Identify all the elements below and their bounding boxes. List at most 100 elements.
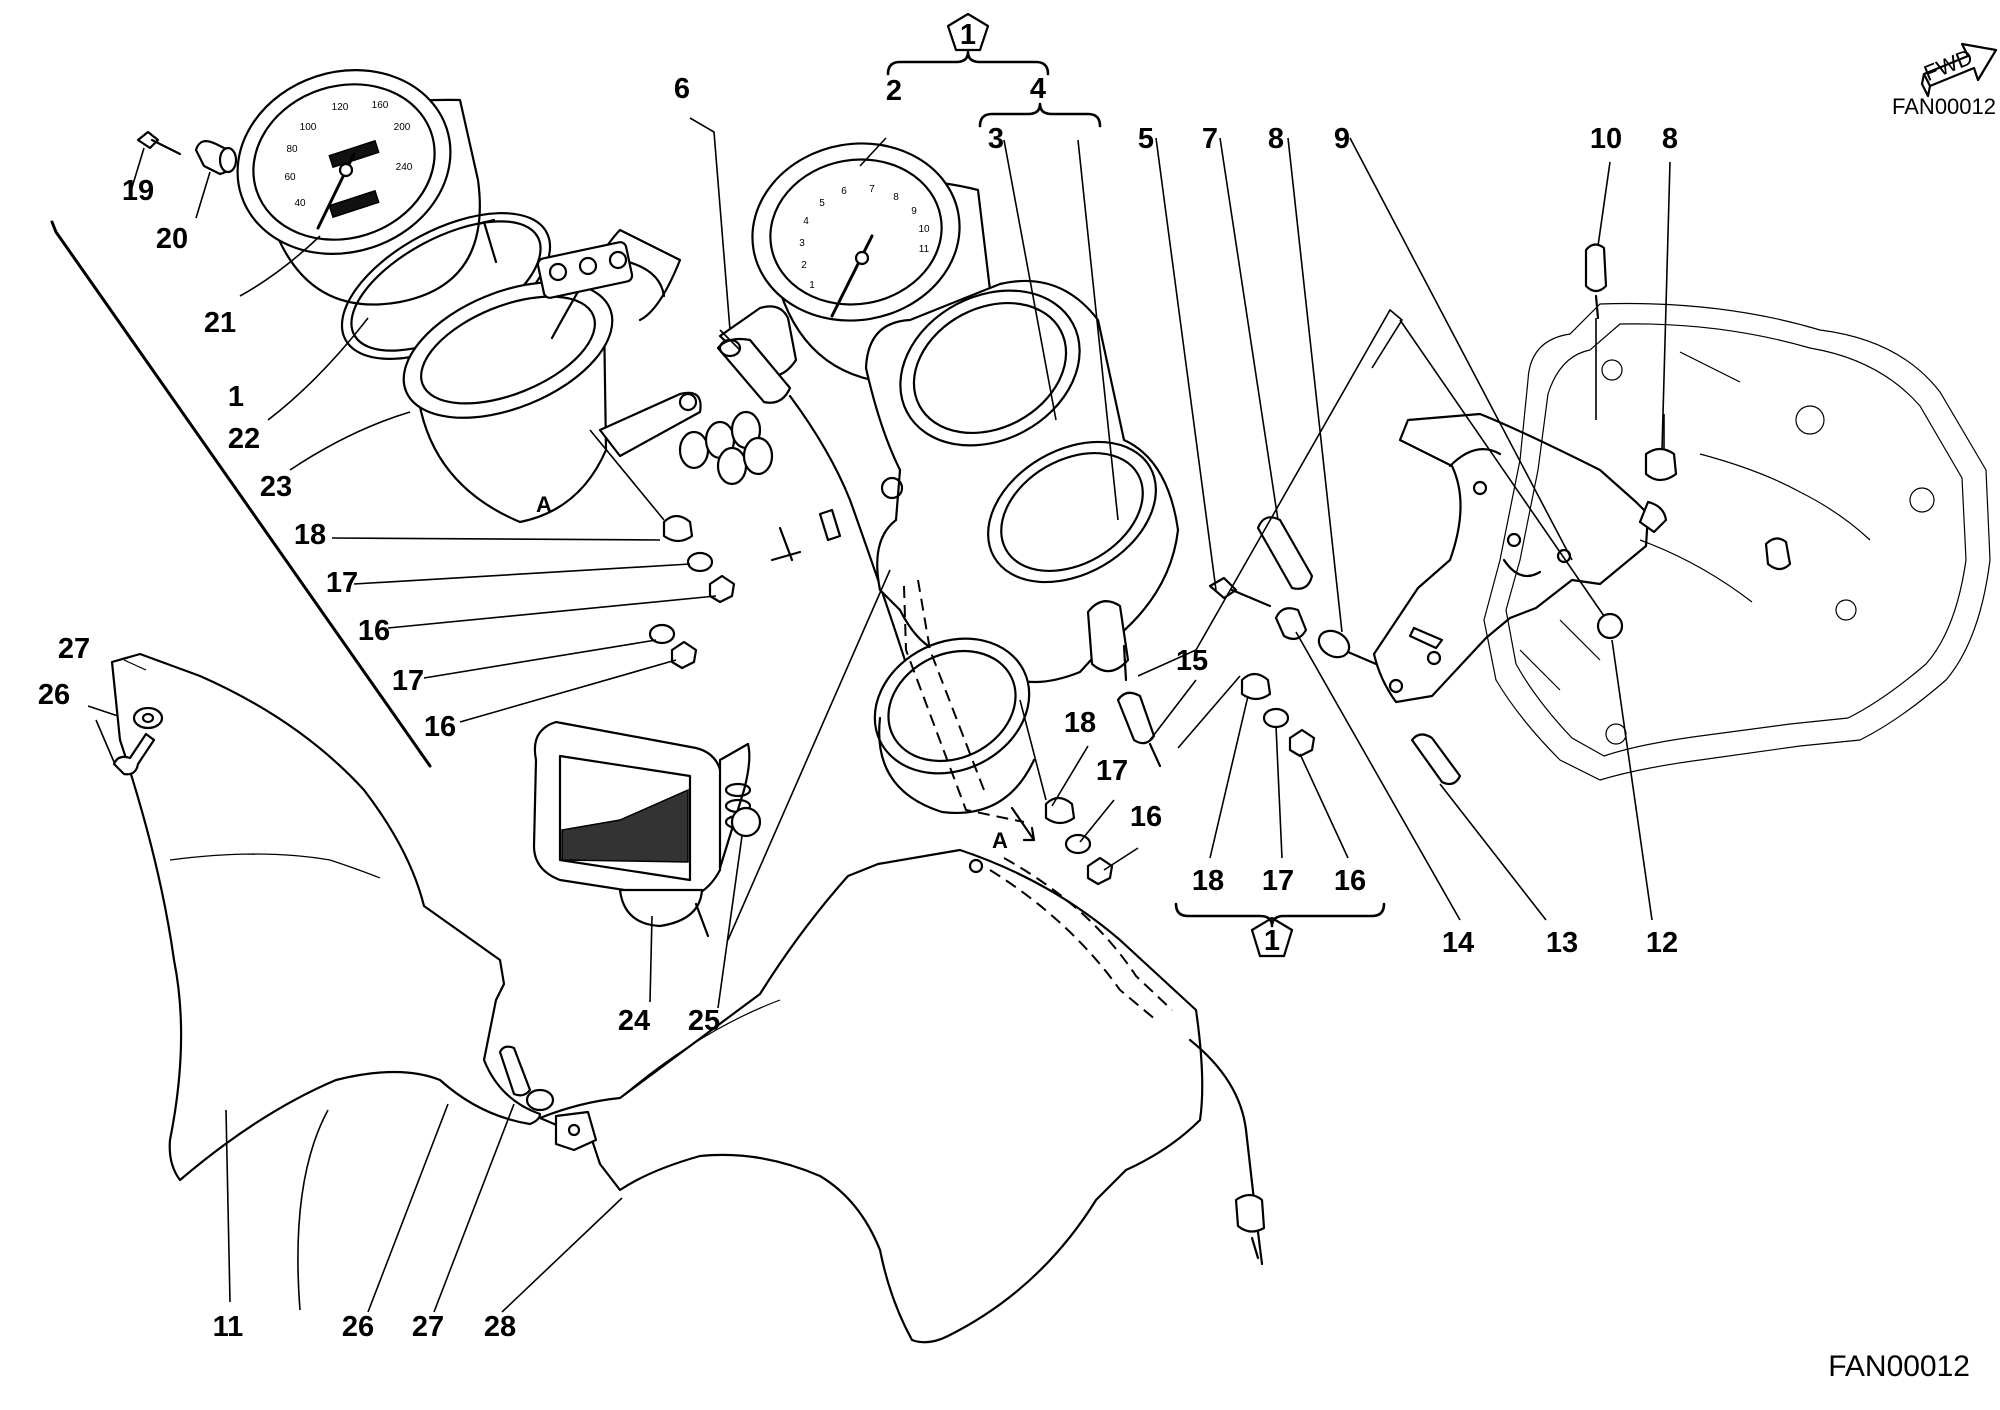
forward-arrow-icon: FWD bbox=[1920, 42, 1998, 98]
label-16-b: 16 bbox=[424, 711, 456, 743]
kit-symbol-top: 1 bbox=[960, 19, 976, 51]
label-25: 25 bbox=[688, 1005, 720, 1037]
kit-bracket-top: 1 bbox=[886, 12, 1102, 128]
svg-text:2: 2 bbox=[801, 260, 807, 271]
label-19: 19 bbox=[122, 175, 154, 207]
label-13: 13 bbox=[1546, 927, 1578, 959]
spacer-7 bbox=[1256, 516, 1314, 590]
label-4: 4 bbox=[1030, 73, 1046, 105]
drawing-code-bottom: FAN00012 bbox=[1828, 1350, 1970, 1383]
bolt-13 bbox=[1410, 733, 1462, 786]
label-6: 6 bbox=[674, 73, 690, 105]
label-3: 3 bbox=[988, 123, 1004, 155]
svg-text:7: 7 bbox=[869, 184, 875, 195]
kit-line-left bbox=[50, 220, 432, 768]
bolt-5 bbox=[1208, 576, 1272, 608]
svg-text:9: 9 bbox=[911, 206, 917, 217]
svg-text:8: 8 bbox=[893, 192, 899, 203]
part-number-labels: 1 2 3 4 5 6 7 8 8 9 10 11 12 13 14 15 16… bbox=[38, 73, 1678, 1343]
fairing-left-11 bbox=[110, 652, 542, 1182]
label-7: 7 bbox=[1202, 123, 1218, 155]
kit-symbol-bottom: 1 bbox=[1264, 925, 1280, 957]
label-16-c: 16 bbox=[1130, 801, 1162, 833]
svg-text:60: 60 bbox=[284, 172, 296, 183]
label-27-b: 27 bbox=[412, 1311, 444, 1343]
assembly-line-7 bbox=[1399, 319, 1605, 617]
label-26-a: 26 bbox=[38, 679, 70, 711]
label-1-side: 1 bbox=[228, 381, 244, 413]
bolt-19 bbox=[136, 130, 182, 156]
assembly-line-4 bbox=[1019, 699, 1047, 801]
grommet-set-right bbox=[1240, 672, 1316, 758]
svg-text:3: 3 bbox=[799, 238, 805, 249]
svg-text:120: 120 bbox=[332, 102, 349, 113]
label-5: 5 bbox=[1138, 123, 1154, 155]
assembly-line-5 bbox=[1137, 308, 1404, 677]
svg-text:10: 10 bbox=[918, 224, 930, 235]
leader-lines bbox=[87, 117, 1671, 1313]
label-18-a: 18 bbox=[294, 519, 326, 551]
assembly-line-2 bbox=[719, 329, 741, 351]
svg-text:4: 4 bbox=[803, 216, 809, 227]
label-2: 2 bbox=[886, 75, 902, 107]
bolt-26-bottom bbox=[498, 1045, 532, 1097]
label-18-c: 18 bbox=[1192, 865, 1224, 897]
washer-27-top bbox=[132, 706, 164, 730]
label-26-b: 26 bbox=[342, 1311, 374, 1343]
knurled-knob-20 bbox=[194, 139, 238, 176]
drawing-code-top: FAN00012 bbox=[1892, 94, 1996, 119]
label-10: 10 bbox=[1590, 123, 1622, 155]
label-17-a: 17 bbox=[326, 567, 358, 599]
speedometer: 40 60 80 100 120 160 200 240 bbox=[236, 69, 498, 306]
svg-text:5: 5 bbox=[819, 198, 825, 209]
label-8-mid: 8 bbox=[1268, 123, 1284, 155]
svg-text:160: 160 bbox=[372, 100, 389, 111]
washer-27-bottom bbox=[525, 1088, 555, 1112]
label-17-d: 17 bbox=[1262, 865, 1294, 897]
label-14: 14 bbox=[1442, 927, 1474, 959]
bolt-26-top bbox=[112, 732, 156, 776]
label-27-a: 27 bbox=[58, 633, 90, 665]
svg-text:240: 240 bbox=[396, 162, 413, 173]
section-a-right: A bbox=[992, 828, 1008, 853]
label-17-c: 17 bbox=[1096, 755, 1128, 787]
instrument-housing bbox=[864, 279, 1180, 823]
label-20: 20 bbox=[156, 223, 188, 255]
grommet-12 bbox=[1596, 612, 1624, 640]
svg-text:80: 80 bbox=[286, 144, 298, 155]
grommet-set-middle bbox=[1044, 796, 1114, 886]
label-24: 24 bbox=[618, 1005, 650, 1037]
label-18-b: 18 bbox=[1064, 707, 1096, 739]
label-22: 22 bbox=[228, 423, 260, 455]
headstock-outline bbox=[1483, 302, 1991, 781]
label-28: 28 bbox=[484, 1311, 516, 1343]
bush-14 bbox=[1274, 607, 1308, 641]
label-11: 11 bbox=[213, 1311, 244, 1343]
label-9: 9 bbox=[1334, 123, 1350, 155]
assembly-line-6 bbox=[1177, 675, 1241, 749]
kit-bracket-bottom: 1 bbox=[1174, 902, 1386, 958]
svg-text:100: 100 bbox=[300, 122, 317, 133]
svg-text:11: 11 bbox=[919, 244, 930, 255]
tab-28 bbox=[554, 1110, 598, 1152]
label-21: 21 bbox=[204, 307, 236, 339]
stud-10 bbox=[1584, 243, 1608, 320]
label-23: 23 bbox=[260, 471, 292, 503]
grommet-8-right bbox=[1644, 447, 1678, 482]
section-a-left: A bbox=[536, 492, 552, 517]
label-17-b: 17 bbox=[392, 665, 424, 697]
grommet-set-left bbox=[648, 514, 736, 670]
label-16-d: 16 bbox=[1334, 865, 1366, 897]
warning-light-cluster bbox=[678, 305, 842, 562]
label-16-a: 16 bbox=[358, 615, 390, 647]
svg-text:6: 6 bbox=[841, 186, 847, 197]
svg-text:40: 40 bbox=[294, 198, 306, 209]
lcd-display-24 bbox=[532, 720, 762, 938]
assembly-line-3 bbox=[727, 569, 891, 941]
label-8-right: 8 bbox=[1662, 123, 1678, 155]
label-12: 12 bbox=[1646, 927, 1678, 959]
mounting-bracket bbox=[1372, 412, 1668, 704]
label-15: 15 bbox=[1176, 645, 1208, 677]
instrument-cup-23: A bbox=[402, 228, 702, 524]
